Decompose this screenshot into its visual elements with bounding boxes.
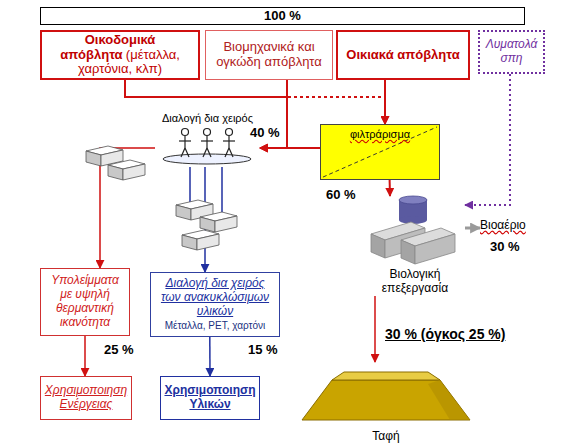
sorting-workers [179, 129, 235, 158]
sorting-workers [185, 148, 189, 157]
landfill-mound [302, 380, 470, 420]
percent-label: 25 % [104, 343, 134, 358]
node-title: Ταφή [372, 430, 399, 444]
landfill-mound [428, 380, 470, 420]
source-box: Βιομηχανικά και ογκώδη απόβλητα [205, 30, 333, 80]
container-box [200, 212, 237, 232]
text-wrap: Οικοδομικά απόβλητα(μέταλλα, χαρτόνια, κ… [44, 33, 196, 78]
sorting-workers [223, 140, 235, 141]
source-box: Οικιακά απόβλητα [336, 30, 470, 80]
treatment-illustration [371, 234, 385, 258]
flow-arrow [100, 148, 155, 268]
node-title: Υπολείμματα με υψηλή θερμαντική ικανότητ… [44, 274, 126, 329]
node-title: Βιοαέριο [480, 219, 526, 233]
node-title: Διαλογή δια χειρός των ανακυκλώσιμων υλι… [154, 277, 276, 318]
sorting-workers [226, 129, 233, 136]
percent-label: 30 % (όγκος 25 %) [385, 326, 530, 342]
flow-arrow [125, 80, 287, 148]
sorting-line [189, 167, 191, 204]
treatment-illustration [399, 196, 427, 204]
node-title: Χρησιμοποιηση Υλικών [163, 384, 257, 412]
sorting-workers [207, 148, 211, 157]
landfill: Ταφή [300, 362, 472, 444]
flow-arrow [287, 80, 385, 124]
percent-label: 15 % [248, 343, 278, 358]
percent-label: 30 % [490, 240, 520, 255]
sorting-workers [179, 140, 191, 141]
total-bar: 100 % [40, 7, 525, 25]
sorting-workers [228, 136, 229, 148]
flow-arrow [84, 336, 86, 376]
filter-box: φιλτράρισμα [320, 124, 440, 180]
source-box: Οικοδομικά απόβλητα(μέταλλα, χαρτόνια, κ… [40, 30, 200, 80]
node-title: 100 % [264, 9, 301, 24]
flow-arrow [465, 227, 480, 230]
percent-label: 40 % [250, 126, 280, 141]
node-title: Οικιακά απόβλητα [346, 48, 459, 63]
sorting-workers [184, 136, 185, 148]
node-title: Χρησιμοποιηση Ενέργειας [43, 384, 129, 412]
flow-arrow [465, 74, 510, 205]
node-title: Διαλογή δια χειρός [162, 112, 253, 125]
flow-arrow [384, 80, 386, 124]
sorting-workers [201, 140, 213, 141]
node-detail: Μέταλλα, PET, χαρτόνι [165, 320, 266, 332]
landfill-mound [332, 372, 440, 380]
output-label: Βιοαέριο [480, 219, 540, 237]
sorting-workers [163, 154, 251, 164]
sorting-workers [181, 148, 185, 157]
flow-arrow [209, 337, 211, 376]
flow-arrow [374, 296, 376, 362]
node-title: Βιολογική επεξεργασία [365, 268, 465, 296]
sorting-station: Διαλογή δια χειρός [155, 112, 260, 167]
filter-diagonal [323, 127, 437, 177]
sorting-workers [206, 136, 207, 148]
node-title: Βιομηχανικά και ογκώδη απόβλητα [208, 40, 330, 70]
node-title: φιλτράρισμα [350, 128, 410, 141]
output-box: Χρησιμοποιηση Ενέργειας [40, 376, 132, 420]
sorting-workers [229, 148, 233, 157]
sorting-line [221, 167, 223, 214]
sorting-workers [204, 129, 211, 136]
sorting-workers [225, 148, 229, 157]
sorting-workers [182, 129, 189, 136]
treatment-illustration [401, 240, 415, 264]
process-box: Υπολείμματα με υψηλή θερμαντική ικανότητ… [40, 268, 130, 336]
flow-arrow [389, 180, 391, 196]
treatment-plant: Βιολογική επεξεργασία [365, 196, 465, 296]
container-box [108, 160, 145, 180]
output-box: Χρησιμοποιηση Υλικών [160, 376, 260, 420]
percent-label: 60 % [326, 188, 356, 203]
source-box: Λυματολάσπη [478, 30, 545, 74]
flow-arrow [260, 147, 320, 149]
node-title: Λυματολάσπη [483, 38, 540, 66]
container-box [182, 230, 219, 250]
treatment-illustration [415, 234, 455, 264]
sorting-workers [203, 148, 207, 157]
process-box: Διαλογή δια χειρός των ανακυκλώσιμων υλι… [150, 272, 280, 337]
